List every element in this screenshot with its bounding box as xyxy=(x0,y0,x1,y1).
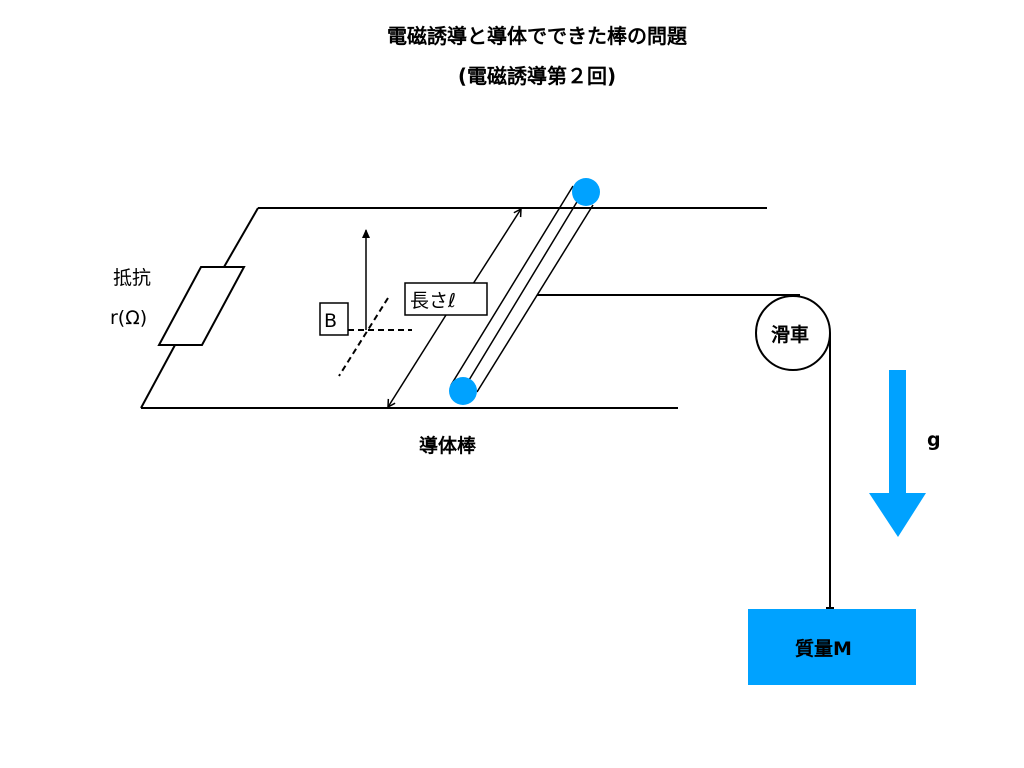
rod-end-bottom xyxy=(449,377,477,405)
length-label: 長さℓ xyxy=(410,290,456,312)
field-label-box xyxy=(319,302,349,336)
gravity-arrow-head xyxy=(869,493,926,537)
length-label-box xyxy=(404,282,488,316)
mass-block xyxy=(748,609,916,685)
diagram-subtitle: (電磁誘導第２回) xyxy=(457,64,617,88)
resistor xyxy=(157,266,246,346)
left-wire-lower xyxy=(140,344,176,409)
gravity-arrow-shaft xyxy=(889,370,906,495)
gravity-label: g xyxy=(927,429,941,451)
rod-edge-right xyxy=(476,204,594,393)
mass-label: 質量M xyxy=(795,637,852,660)
rod-edge-center xyxy=(462,181,590,391)
field-label: B xyxy=(324,310,337,332)
diagram-title: 電磁誘導と導体でできた棒の問題 xyxy=(387,24,687,48)
rod-end-top xyxy=(572,178,600,206)
length-dimension-arrow-down xyxy=(387,314,447,409)
field-dashed-diagonal xyxy=(338,297,389,377)
left-wire-upper xyxy=(223,207,259,268)
resistor-value-label: r(Ω) xyxy=(110,307,147,329)
rod-label: 導体棒 xyxy=(419,434,477,457)
rod-edge-left xyxy=(450,185,574,386)
resistor-name-label: 抵抗 xyxy=(113,267,151,289)
pulley-label: 滑車 xyxy=(771,323,809,346)
